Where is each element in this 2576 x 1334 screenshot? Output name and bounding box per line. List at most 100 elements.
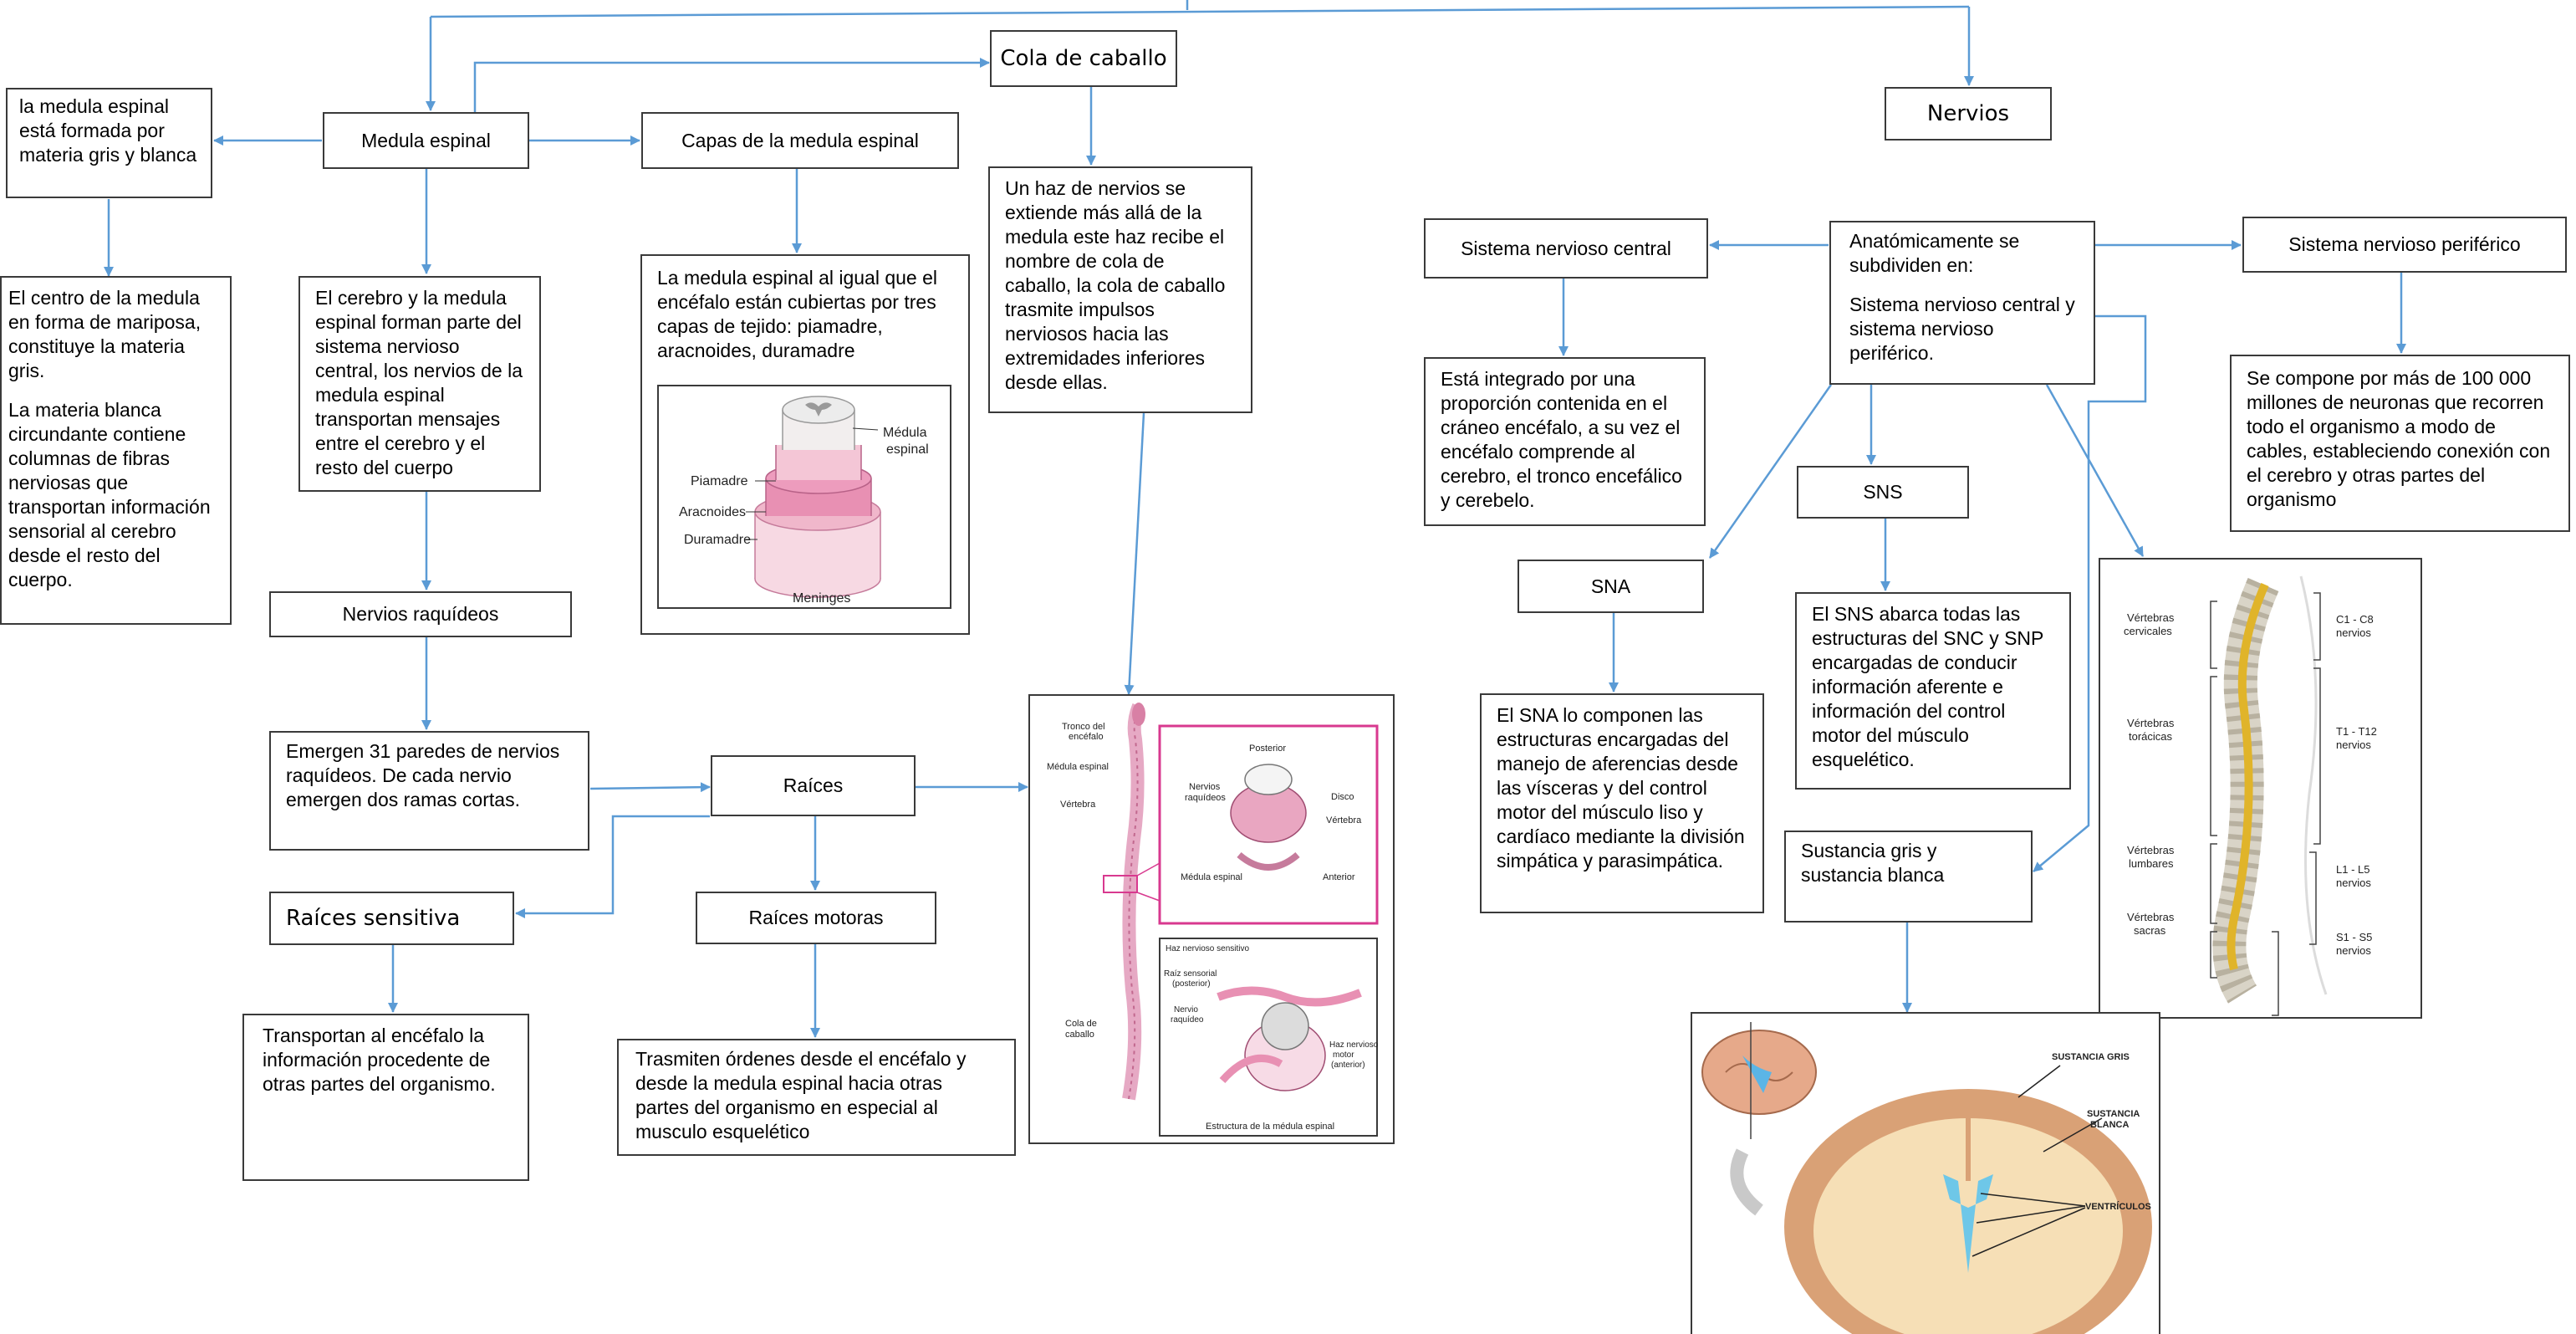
snp-node: Sistema nervioso periférico: [2242, 217, 2567, 273]
raices-label: Raíces: [783, 774, 844, 796]
spinal-column-illustration: [1122, 703, 1145, 1101]
sna-description-box: El SNA lo componen las estructuras encar…: [1480, 693, 1764, 913]
structure-caption: Estructura de la médula espinal: [1206, 1122, 1334, 1132]
nervios-label: Nervios: [1926, 100, 2010, 126]
meninges-label: Meninges: [793, 591, 850, 606]
sns-description-text: El SNS abarca todas las estructuras del …: [1812, 603, 2043, 770]
materia-gris-blanca-box: El centro de la medula en forma de marip…: [0, 276, 232, 625]
nervio-label-2: raquídeo: [1171, 1015, 1204, 1025]
vertebra-fig-label: Vértebra: [1326, 815, 1362, 825]
haz-motor-label-3: (anterior): [1331, 1061, 1365, 1070]
snc-label: Sistema nervioso central: [1461, 237, 1671, 259]
cervical-label-1: Vértebras: [2127, 611, 2175, 624]
snc-node: Sistema nervioso central: [1424, 218, 1708, 279]
snp-description-box: Se compone por más de 100 000 millones d…: [2230, 355, 2570, 532]
thoracic-label-1: Vértebras: [2127, 717, 2175, 729]
cola-de-caballo-label: Cola de caballo: [1000, 45, 1167, 71]
brain-illustration: [1701, 1022, 2152, 1334]
anterior-label: Anterior: [1323, 872, 1355, 882]
transportan-text: Transportan al encéfalo la información p…: [263, 1025, 496, 1095]
cola-de-caballo-node: Cola de caballo: [990, 30, 1177, 87]
aracnoides-label: Aracnoides: [679, 505, 746, 519]
raices-node: Raíces: [711, 755, 916, 816]
medula-espinal-inset-label: Médula espinal: [1181, 872, 1242, 882]
nervios-fig-label-1: Nervios: [1189, 782, 1221, 792]
ventriculos-label: VENTRÍCULOS: [2085, 1201, 2151, 1212]
nervios-fig-label-2: raquídeos: [1185, 793, 1226, 803]
duramadre-label: Duramadre: [684, 533, 751, 547]
medula-espinal-node: Medula espinal: [323, 112, 529, 169]
sacral-label-1: Vértebras: [2127, 911, 2175, 923]
haz-motor-label-2: motor: [1333, 1050, 1354, 1060]
medula-espinal-label: Medula espinal: [361, 129, 491, 151]
capas-description-text: La medula espinal al igual que el encéfa…: [657, 267, 938, 361]
sna-node: SNA: [1518, 560, 1704, 613]
haz-sensitivo-label: Haz nervioso sensitivo: [1166, 944, 1249, 953]
haz-motor-label-1: Haz nervioso: [1329, 1040, 1379, 1050]
raices-sensitiva-node: Raíces sensitiva: [269, 892, 514, 945]
anatomicamente-text: Anatómicamente se subdividen en:: [1849, 230, 2020, 276]
meninges-illustration: [746, 396, 881, 598]
snp-description-text: Se compone por más de 100 000 millones d…: [2247, 367, 2551, 510]
posterior-label: Posterior: [1249, 744, 1286, 754]
s-nerves-label-1: S1 - S5: [2336, 931, 2372, 943]
trasmiten-box: Trasmiten órdenes desde el encéfalo y de…: [617, 1039, 1016, 1156]
lumbar-label-2: lumbares: [2129, 857, 2174, 870]
emergen-box: Emergen 31 paredes de nervios raquídeos.…: [269, 731, 589, 851]
nervio-label-1: Nervio: [1174, 1005, 1198, 1015]
raices-sensitiva-label: Raíces sensitiva: [286, 905, 461, 931]
gris-label: SUSTANCIA GRIS: [2052, 1052, 2130, 1062]
cola-description-box: Un haz de nervios se extiende más allá d…: [988, 166, 1252, 413]
capas-label: Capas de la medula espinal: [681, 129, 919, 151]
trasmiten-text: Trasmiten órdenes desde el encéfalo y de…: [635, 1048, 967, 1142]
sns-description-box: El SNS abarca todas las estructuras del …: [1795, 592, 2071, 790]
tronco-label-1: Tronco del: [1062, 722, 1105, 732]
cerebro-medula-text: El cerebro y la medula espinal forman pa…: [315, 287, 523, 478]
vertebra-label: Vértebra: [1060, 800, 1096, 810]
medula-label: Médula: [883, 426, 927, 440]
medula-composition-text: la medula espinal está formada por mater…: [19, 95, 197, 166]
spine-highlight-marker: [1103, 875, 1138, 893]
cerebro-medula-box: El cerebro y la medula espinal forman pa…: [298, 276, 541, 492]
snc-description-box: Está integrado por una proporción conten…: [1424, 357, 1706, 526]
anatomicamente-box: Anatómicamente se subdividen en: Sistema…: [1829, 221, 2095, 385]
medula-espinal-fig-label: Médula espinal: [1047, 762, 1109, 772]
espinal-label: espinal: [886, 442, 929, 457]
thoracic-label-2: torácicas: [2129, 730, 2173, 743]
emergen-text: Emergen 31 paredes de nervios raquídeos.…: [286, 740, 560, 810]
materia-gris-text: El centro de la medula en forma de marip…: [8, 287, 201, 381]
sns-label: SNS: [1863, 481, 1903, 503]
blanca-label-2: BLANCA: [2090, 1120, 2129, 1130]
brain-section-figure: SUSTANCIA GRIS SUSTANCIA BLANCA VENTRÍCU…: [1691, 1012, 2160, 1334]
l-nerves-label-1: L1 - L5: [2336, 863, 2369, 876]
cervical-label-2: cervicales: [2124, 625, 2172, 637]
sacral-label-2: sacras: [2134, 924, 2166, 937]
spinal-structure-figure: Tronco del encéfalo Médula espinal Vérte…: [1028, 694, 1395, 1144]
sustancia-node: Sustancia gris y sustancia blanca: [1784, 831, 2033, 923]
t-nerves-label-2: nervios: [2336, 739, 2371, 751]
t-nerves-label-1: T1 - T12: [2336, 725, 2377, 738]
piamadre-label: Piamadre: [691, 474, 748, 488]
cola-fig-label-2: caballo: [1065, 1030, 1094, 1040]
c-nerves-label-1: C1 - C8: [2336, 613, 2374, 626]
vertebra-cross-section: [1230, 764, 1307, 871]
c-nerves-label-2: nervios: [2336, 626, 2371, 639]
cola-description-text: Un haz de nervios se extiende más allá d…: [1005, 177, 1226, 393]
vertebral-column-figure: Vértebras cervicales Vértebras torácicas…: [2099, 558, 2422, 1019]
raices-motoras-node: Raíces motoras: [696, 892, 936, 944]
lumbar-label-1: Vértebras: [2127, 844, 2175, 856]
raiz-posterior-label: (posterior): [1172, 979, 1211, 989]
sna-description-text: El SNA lo componen las estructuras encar…: [1497, 704, 1745, 871]
sns-node: SNS: [1797, 466, 1969, 519]
transportan-box: Transportan al encéfalo la información p…: [242, 1014, 529, 1181]
raiz-sensorial-label: Raíz sensorial: [1164, 969, 1217, 979]
cola-fig-label-1: Cola de: [1065, 1019, 1097, 1029]
subdivision-text: Sistema nervioso central y sistema nervi…: [1849, 294, 2075, 364]
medula-composition-box: la medula espinal está formada por mater…: [6, 88, 212, 198]
blanca-label-1: SUSTANCIA: [2087, 1109, 2140, 1119]
raices-motoras-label: Raíces motoras: [748, 907, 884, 928]
snp-label: Sistema nervioso periférico: [2288, 233, 2521, 255]
nervios-node: Nervios: [1885, 87, 2052, 141]
meninges-figure: Médula espinal Piamadre Aracnoides Duram…: [657, 385, 951, 609]
